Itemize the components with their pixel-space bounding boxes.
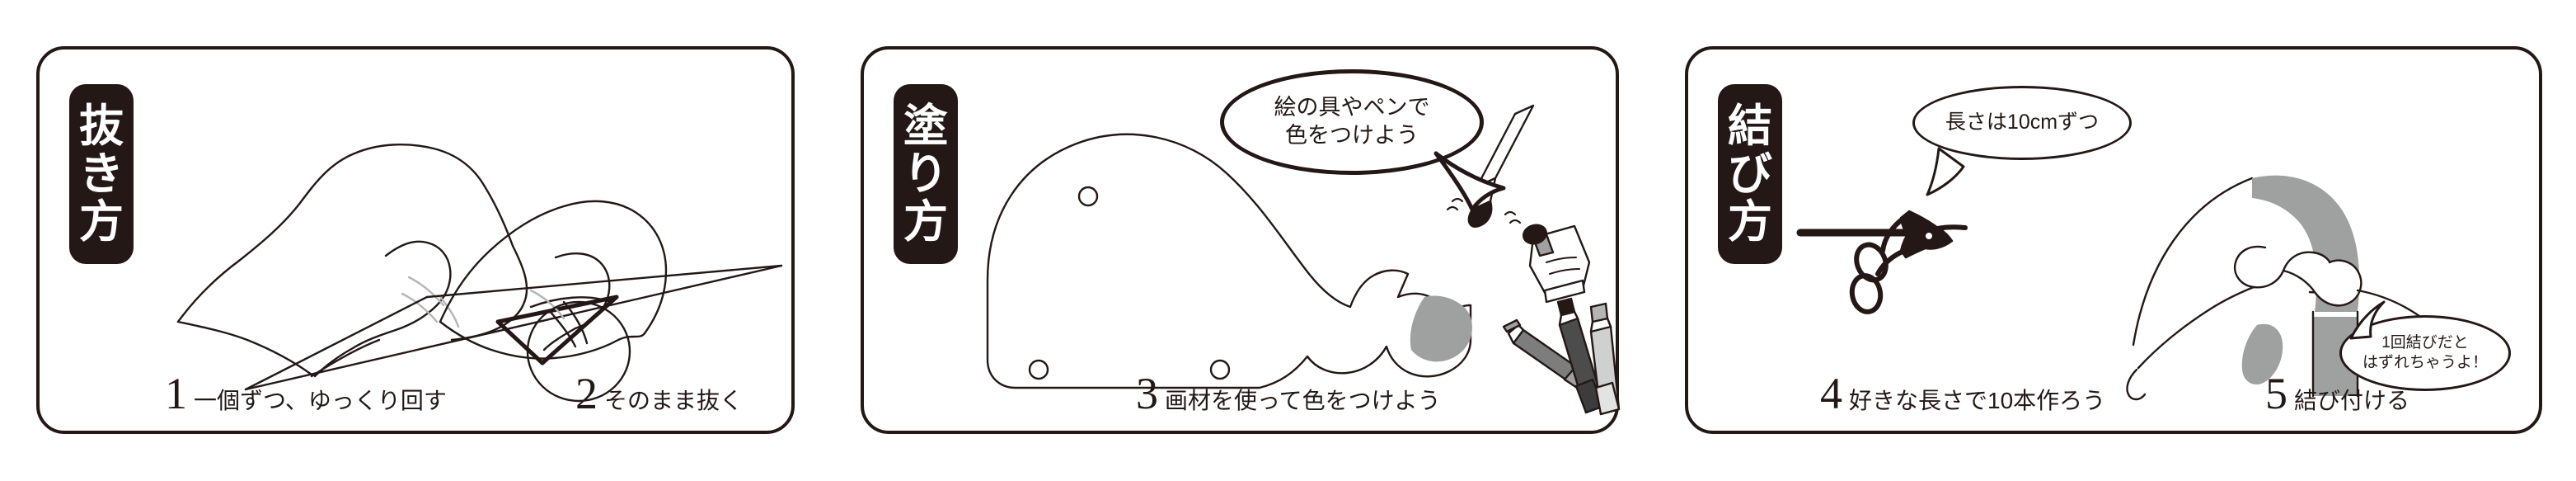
panel-2-illustration bbox=[986, 104, 1621, 416]
panel-1-tab-label: 抜 き 方 bbox=[69, 84, 134, 264]
brush-motion-line-3 bbox=[1504, 210, 1517, 216]
scissors-handle-upper bbox=[1854, 242, 1889, 283]
tab-char-2: き bbox=[79, 149, 124, 199]
tab-char-3: 方 bbox=[903, 197, 948, 248]
brush-bristles bbox=[1467, 200, 1493, 228]
bubble-knot-warning-line-1: 1回結びだと bbox=[2381, 334, 2469, 352]
marker-pen-mid-tip bbox=[1556, 297, 1576, 317]
sheet-left-edge bbox=[244, 295, 429, 391]
panel-1-step-1-caption: 1 一個ずつ、ゆっくり回す bbox=[165, 371, 447, 416]
bubble-length: 長さは10cmずつ bbox=[1912, 86, 2132, 160]
panel-1-illustration bbox=[176, 144, 783, 391]
marker-pen-left-tip bbox=[1502, 318, 1522, 333]
step-number: 3 bbox=[1136, 369, 1158, 418]
step-text: そのまま抜く bbox=[604, 388, 744, 413]
panel-3-tab-label: 結 び 方 bbox=[1718, 84, 1782, 264]
step-number: 4 bbox=[1820, 369, 1842, 418]
hand-2-thumb bbox=[554, 252, 611, 330]
scissors-handle-lower bbox=[1849, 273, 1884, 314]
brush-motion-line-1 bbox=[1451, 197, 1464, 203]
bubble-knot-warning: 1回結びだと はずれちゃうよ！ bbox=[2339, 315, 2511, 391]
pulled-piece-disk bbox=[526, 300, 631, 403]
hand-2-outline-bottom bbox=[439, 320, 646, 360]
step-text: 画材を使って色をつけよう bbox=[1165, 388, 1441, 413]
hand-2-finger bbox=[542, 327, 577, 351]
pulled-piece-stem-2 bbox=[562, 300, 589, 345]
strap-left-edge bbox=[2132, 177, 2254, 347]
panel-2-step-3-caption: 3 画材を使って色をつけよう bbox=[1136, 371, 1441, 416]
bubble-paint-line-1: 絵の具やペンで bbox=[1274, 95, 1430, 120]
panel-1-step-2-caption: 2 そのまま抜く bbox=[575, 371, 743, 416]
panel-3-step-4-caption: 4 好きな長さで10本作ろう bbox=[1820, 371, 2105, 416]
tab-char-3: 方 bbox=[79, 197, 124, 248]
knot-tail-left-end bbox=[2126, 368, 2147, 401]
brush-motion-line-4 bbox=[1509, 219, 1522, 224]
step-text: 結び付ける bbox=[2294, 388, 2410, 413]
tab-char-1: 塗 bbox=[903, 101, 948, 151]
hand-1-pinky bbox=[310, 338, 381, 378]
step-number: 5 bbox=[2265, 369, 2287, 418]
hand-1-crease-b bbox=[401, 292, 439, 323]
scissors-blade-lower bbox=[1899, 223, 1954, 259]
panel-musubikata: 結 び 方 bbox=[1685, 46, 2542, 434]
hand-1-outline-lower bbox=[176, 320, 313, 376]
whale-hole-bottom-right bbox=[1209, 359, 1231, 380]
paint-tube-label-line-2 bbox=[1549, 268, 1580, 275]
paint-tube-crimp bbox=[1543, 279, 1586, 304]
hand-1-crease-c bbox=[439, 295, 460, 328]
strap-loop-shading bbox=[2241, 323, 2283, 385]
panel-nukikata: 抜 き 方 bbox=[36, 46, 795, 434]
panel-2-tab-label: 塗 り 方 bbox=[894, 84, 958, 264]
tab-char-3: 方 bbox=[1728, 197, 1772, 248]
marker-pen-right-cap bbox=[1594, 381, 1621, 416]
scissors-shank-upper bbox=[1880, 215, 1907, 253]
pulled-piece-stem bbox=[547, 309, 577, 348]
paint-tube-label-line-1 bbox=[1546, 257, 1577, 263]
panel-1-illustration-step2 bbox=[439, 200, 668, 403]
scissors-shank-lower bbox=[1875, 248, 1907, 276]
cut-piece-lip bbox=[529, 296, 612, 309]
tab-char-2: び bbox=[1728, 149, 1772, 199]
hand-2-outline-top bbox=[439, 200, 668, 335]
step-text: 好きな長さで10本作ろう bbox=[1849, 388, 2106, 413]
whale-tail-shading bbox=[1410, 295, 1472, 362]
whale-hole-bottom-left bbox=[1028, 359, 1049, 380]
sheet-front-edge bbox=[244, 264, 783, 391]
step-text: 一個ずつ、ゆっくり回す bbox=[194, 388, 447, 413]
knot-tail-left bbox=[2137, 285, 2255, 370]
bubble-paint-tail bbox=[1433, 151, 1506, 212]
whale-outline bbox=[986, 133, 1472, 389]
bubble-knot-warning-tail bbox=[2349, 300, 2386, 340]
paint-tube-cap bbox=[1523, 224, 1547, 245]
bubble-paint-line-2: 色をつけよう bbox=[1285, 123, 1419, 148]
bubble-length-tail bbox=[1926, 147, 1965, 196]
bubble-length-line-1: 長さは10cmずつ bbox=[1945, 111, 2100, 134]
hand-1-crease-a bbox=[407, 276, 445, 307]
tab-char-1: 結 bbox=[1728, 101, 1772, 151]
bubble-knot-warning-line-2: はずれちゃうよ！ bbox=[2362, 354, 2488, 371]
knot-loop-right bbox=[2282, 259, 2363, 307]
step-number: 2 bbox=[575, 369, 598, 418]
marker-pen-right-tip bbox=[1589, 302, 1609, 323]
sheet-top-edge bbox=[425, 264, 783, 299]
panel-nurikata: 塗 り 方 bbox=[861, 46, 1621, 434]
tab-char-1: 抜 bbox=[79, 101, 124, 151]
hand-2-crease bbox=[529, 289, 565, 320]
brush-motion-line-2 bbox=[1446, 205, 1459, 211]
panel-3-step-5-caption: 5 結び付ける bbox=[2265, 371, 2409, 416]
step-number: 1 bbox=[165, 369, 187, 418]
hand-1-outline-upper bbox=[176, 144, 514, 323]
tab-char-2: り bbox=[903, 149, 948, 199]
hand-1-thumb bbox=[384, 240, 452, 332]
whale-hole-top bbox=[1077, 186, 1099, 207]
scissors-pivot bbox=[1924, 231, 1934, 241]
